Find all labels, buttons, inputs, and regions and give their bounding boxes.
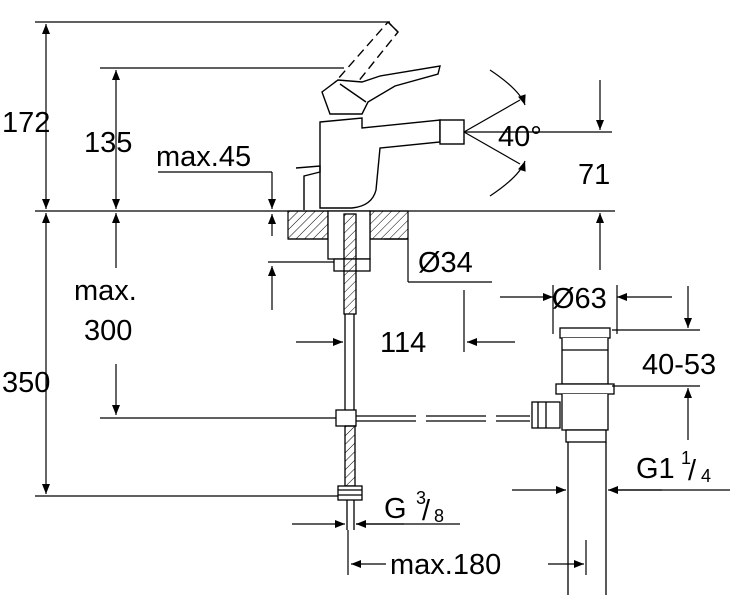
dim-135 (100, 67, 344, 209)
dim-114 (296, 290, 515, 352)
dim-max300 (100, 213, 336, 419)
svg-text:4: 4 (701, 466, 711, 486)
svg-text:/: / (422, 495, 431, 527)
label-40-53: 40-53 (642, 349, 716, 381)
label-max180: max.180 (390, 549, 501, 581)
dim-angle (463, 69, 612, 197)
popup-rod (295, 165, 321, 210)
label-114: 114 (380, 327, 426, 359)
svg-text:1: 1 (681, 448, 691, 468)
label-max45: max.45 (156, 141, 251, 173)
label-o63: Ø63 (552, 283, 607, 315)
shank (327, 210, 371, 315)
label-o34: Ø34 (418, 247, 473, 279)
label-300: 300 (84, 315, 132, 347)
dim-350 (35, 213, 338, 497)
svg-text:8: 8 (434, 506, 444, 526)
waste-rod (356, 415, 530, 422)
dim-max180 (347, 530, 587, 575)
label-angle: 40° (498, 121, 542, 153)
label-350: 350 (2, 367, 50, 399)
spout-outlet (439, 119, 465, 145)
label-71: 71 (578, 159, 610, 191)
svg-text:G: G (384, 493, 407, 525)
label-max: max. (74, 275, 137, 307)
dim-40-53 (612, 286, 700, 440)
dim-172 (35, 21, 390, 209)
supply-pipe (335, 314, 363, 530)
lever-raised-outline (329, 20, 399, 99)
lever (321, 65, 441, 115)
label-g38: G 3 / 8 (384, 488, 444, 527)
tap-body (295, 20, 465, 210)
dim-max45 (158, 171, 334, 310)
label-g114: G1 1 / 4 (636, 448, 711, 487)
tap-body-shape (319, 117, 441, 209)
svg-text:3: 3 (416, 488, 426, 508)
svg-text:G1: G1 (636, 453, 675, 485)
svg-text:/: / (688, 455, 697, 487)
label-135: 135 (84, 127, 132, 159)
dim-o34 (384, 238, 492, 283)
label-172: 172 (2, 107, 50, 139)
dim-o63 (500, 285, 672, 334)
waste-fitting (531, 327, 615, 595)
